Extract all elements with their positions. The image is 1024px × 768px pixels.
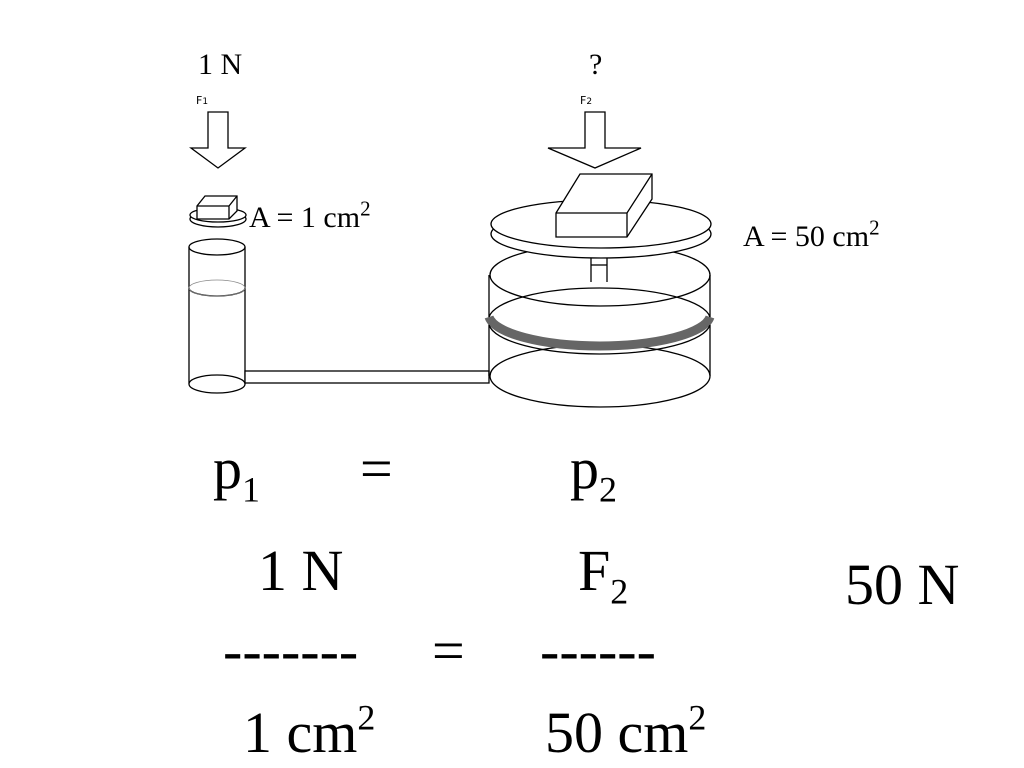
equals-sign-middle: = bbox=[432, 618, 465, 683]
pressure-p1: p1 bbox=[213, 436, 260, 510]
denominator-left: 1 cm2 bbox=[243, 697, 376, 765]
f1-arrow-label: F1 bbox=[196, 94, 209, 107]
fraction-bar-left: ------- bbox=[223, 618, 359, 683]
large-cylinder bbox=[484, 243, 715, 408]
f2-value-label: ? bbox=[589, 48, 603, 81]
denominator-right: 50 cm2 bbox=[545, 697, 707, 765]
numerator-right: F2 bbox=[578, 538, 629, 612]
answer-value: 50 N bbox=[845, 552, 960, 617]
f2-arrow-label: F2 bbox=[580, 94, 593, 107]
connecting-pipe bbox=[244, 370, 490, 384]
large-piston-block bbox=[555, 173, 653, 238]
force-arrow-f2 bbox=[547, 111, 642, 169]
equals-sign-top: = bbox=[360, 436, 393, 501]
force-arrow-f1 bbox=[189, 111, 247, 169]
large-area-label: A = 50 cm2 bbox=[743, 215, 880, 253]
f1-value-label: 1 N bbox=[198, 48, 243, 81]
fraction-bar-right: ------ bbox=[540, 618, 656, 683]
small-piston bbox=[189, 195, 247, 228]
numerator-left: 1 N bbox=[258, 538, 344, 603]
small-cylinder bbox=[188, 238, 246, 394]
small-area-label: A = 1 cm2 bbox=[249, 196, 371, 234]
pressure-p2: p2 bbox=[570, 436, 617, 510]
